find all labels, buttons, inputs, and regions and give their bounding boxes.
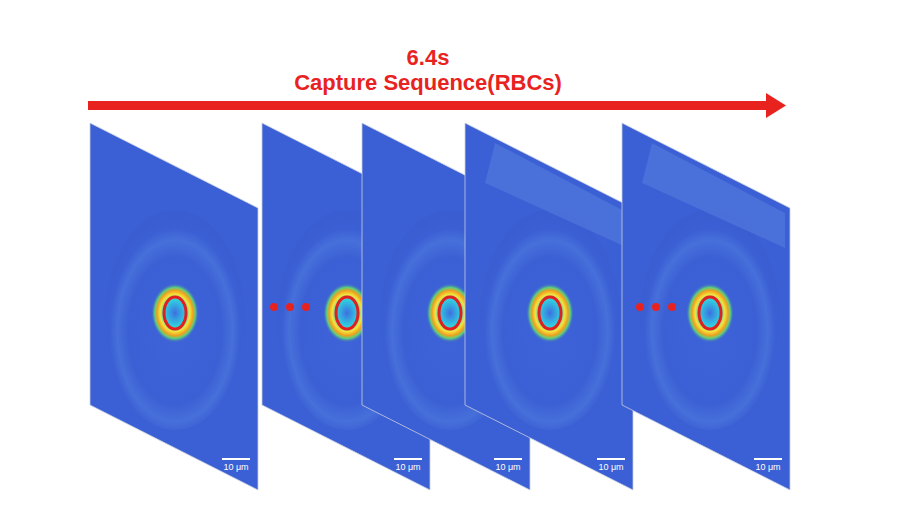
scale-bar-label: 10 μm — [755, 462, 780, 472]
arrow-head — [766, 93, 786, 118]
sequence-heading: Capture Sequence(RBCs) — [294, 70, 562, 96]
sequence-heading: 6.4s — [407, 45, 450, 71]
timeline-arrow — [88, 101, 770, 110]
microscope-panel — [90, 123, 258, 490]
ellipsis-dots — [270, 303, 676, 311]
scale-bar-label: 10 μm — [223, 462, 248, 472]
microscope-panel — [465, 123, 633, 490]
scale-bar-label: 10 μm — [598, 462, 623, 472]
scale-bar-label: 10 μm — [395, 462, 420, 472]
scale-bar-label: 10 μm — [495, 462, 520, 472]
microscope-panel — [622, 123, 790, 490]
